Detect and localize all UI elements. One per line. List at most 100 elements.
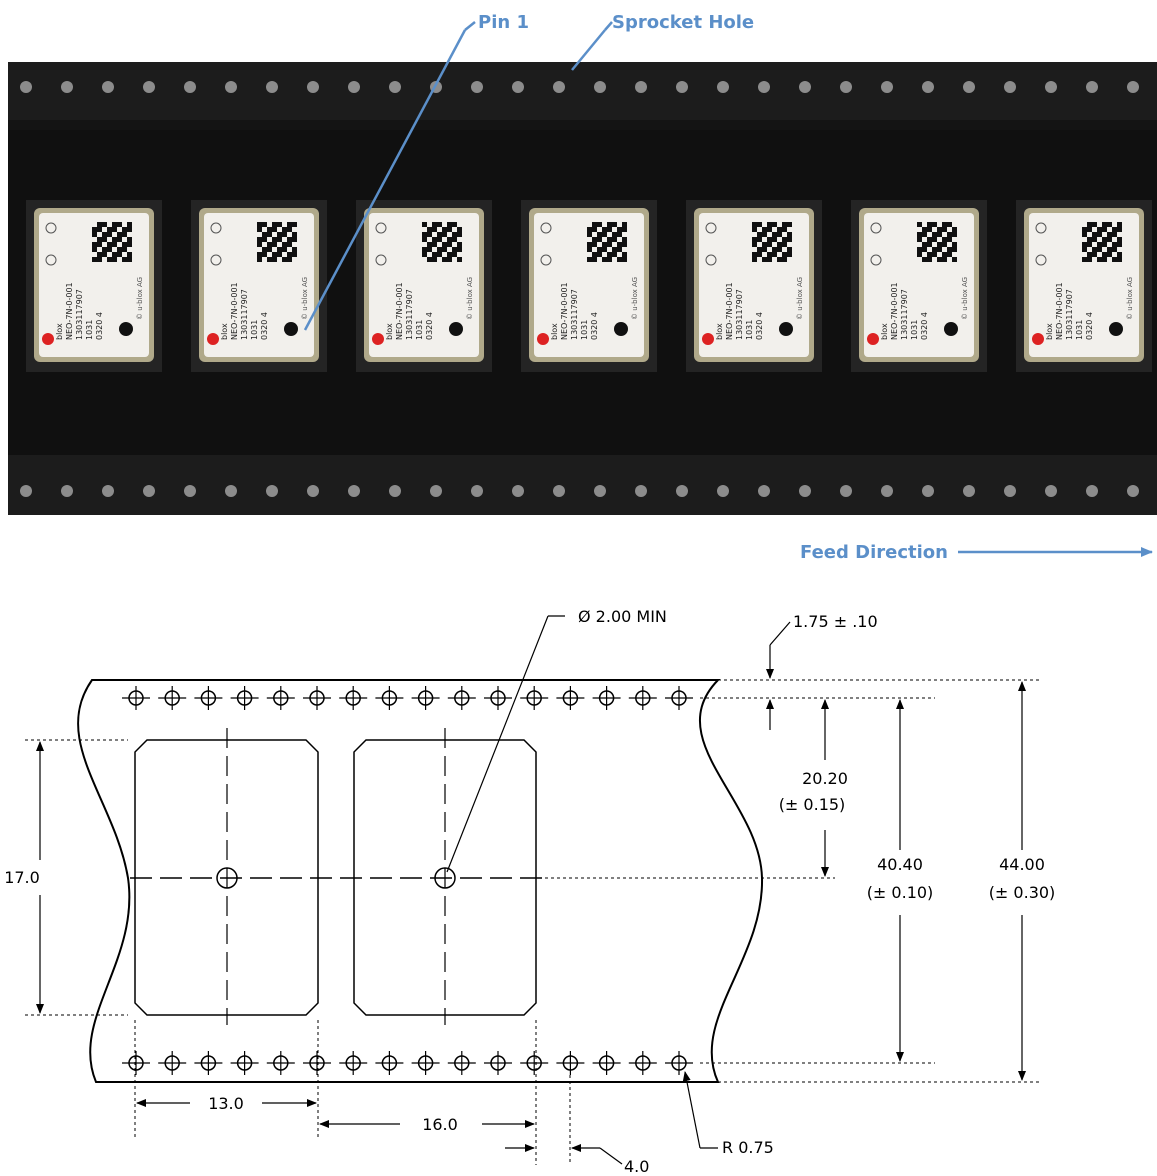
photo-sprocket-hole xyxy=(143,81,155,93)
photo-sprocket-hole xyxy=(307,485,319,497)
photo-sprocket-hole xyxy=(225,485,237,497)
sprocket-hole-leader-top xyxy=(604,21,613,31)
module-text-line1: 1031 xyxy=(745,320,754,340)
pin1-marker-dot xyxy=(614,322,628,336)
recycle-icon xyxy=(375,254,387,266)
dim-hole-pitch: 4.0 xyxy=(624,1157,649,1176)
module-text-serial: 1303117907 xyxy=(405,289,414,340)
sprocket-hole xyxy=(339,686,368,710)
module-text-part-number: NEO-7N-0-001 xyxy=(395,282,404,340)
photo-sprocket-hole xyxy=(61,485,73,497)
brand-logo-icon xyxy=(42,333,54,345)
recycle-icon xyxy=(870,254,882,266)
module-text-line1: 1031 xyxy=(415,320,424,340)
module-text-line2: 0320 4 xyxy=(260,312,269,340)
sprocket-hole-label: Sprocket Hole xyxy=(612,12,754,33)
ce-icon xyxy=(870,222,882,234)
photo-sprocket-hole xyxy=(389,485,401,497)
photo-sprocket-hole xyxy=(266,485,278,497)
module-text-maker: © u-blox AG xyxy=(466,277,474,320)
photo-sprocket-hole xyxy=(348,81,360,93)
module-text-line2: 0320 4 xyxy=(755,312,764,340)
tape-top-band xyxy=(8,62,1157,120)
photo-sprocket-hole xyxy=(389,81,401,93)
dim-hole-diameter: Ø 2.00 MIN xyxy=(578,607,667,626)
photo-sprocket-hole xyxy=(61,81,73,93)
photo-sprocket-hole xyxy=(594,81,606,93)
photo-sprocket-hole xyxy=(922,485,934,497)
sprocket-hole xyxy=(303,686,331,710)
photo-sprocket-hole xyxy=(881,485,893,497)
photo-sprocket-hole xyxy=(184,485,196,497)
photo-sprocket-hole xyxy=(963,81,975,93)
dim-pocket-width: 13.0 xyxy=(208,1094,244,1113)
module-text-serial: 1303117907 xyxy=(240,289,249,340)
dim-pocket-center: 20.20 xyxy=(802,769,848,788)
module-text-line1: 1031 xyxy=(85,320,94,340)
dim-edge-offset: 1.75 ± .10 xyxy=(793,612,878,631)
recycle-icon xyxy=(45,254,57,266)
dim-pocket-pitch: 16.0 xyxy=(422,1115,458,1134)
datamatrix-code xyxy=(917,222,957,262)
dim-4-leader xyxy=(599,1147,623,1165)
ce-icon xyxy=(210,222,222,234)
brand-logo-icon xyxy=(867,333,879,345)
brand-logo-icon xyxy=(702,333,714,345)
sprocket-hole xyxy=(484,686,512,710)
sprocket-hole xyxy=(484,1051,512,1075)
sprocket-hole xyxy=(122,1051,150,1075)
sprocket-hole xyxy=(266,1051,295,1075)
sprocket-hole xyxy=(665,686,693,710)
photo-sprocket-holes xyxy=(20,81,1139,497)
recycle-icon xyxy=(705,254,717,266)
sprocket-hole xyxy=(303,1051,331,1075)
pin1-marker-dot xyxy=(779,322,793,336)
photo-sprocket-hole xyxy=(1045,81,1057,93)
module-label xyxy=(864,213,974,357)
module-text-brand: blox xyxy=(55,323,64,340)
photo-sprocket-hole xyxy=(881,81,893,93)
photo-sprocket-hole xyxy=(20,81,32,93)
photo-sprocket-hole xyxy=(1127,81,1139,93)
module-text-serial: 1303117907 xyxy=(900,289,909,340)
module-text-maker: © u-blox AG xyxy=(961,277,969,320)
module-text-part-number: NEO-7N-0-001 xyxy=(65,282,74,340)
brand-logo-icon xyxy=(1032,333,1044,345)
sprocket-hole xyxy=(339,1051,368,1075)
photo-sprocket-hole xyxy=(512,485,524,497)
photo-sprocket-hole xyxy=(1004,485,1016,497)
module-label xyxy=(369,213,479,357)
module-text-brand: blox xyxy=(880,323,889,340)
sprocket-hole xyxy=(628,1051,657,1075)
dim-hole-row-span-tol: (± 0.10) xyxy=(867,883,934,902)
module-text-serial: 1303117907 xyxy=(735,289,744,340)
sprocket-hole-leader xyxy=(571,29,606,71)
photo-sprocket-hole xyxy=(1045,485,1057,497)
sprocket-hole xyxy=(520,686,549,710)
sprocket-hole xyxy=(556,1051,585,1075)
photo-sprocket-hole xyxy=(471,81,483,93)
photo-sprocket-hole xyxy=(635,81,647,93)
pin1-marker-dot xyxy=(449,322,463,336)
module-text-maker: © u-blox AG xyxy=(136,277,144,320)
datamatrix-code xyxy=(1082,222,1122,262)
photo-sprocket-hole xyxy=(102,81,114,93)
module-text-brand: blox xyxy=(550,323,559,340)
sprocket-hole xyxy=(556,686,585,710)
ce-icon xyxy=(375,222,387,234)
photo-sprocket-hole xyxy=(143,485,155,497)
module-text-line2: 0320 4 xyxy=(1085,312,1094,340)
tape-bottom-band xyxy=(8,455,1157,515)
module-text-maker: © u-blox AG xyxy=(1126,277,1134,320)
photo-sprocket-hole xyxy=(963,485,975,497)
module-text-line2: 0320 4 xyxy=(95,312,104,340)
hole-diameter-leader xyxy=(446,615,549,873)
module-text-brand: blox xyxy=(220,323,229,340)
module-text-line1: 1031 xyxy=(250,320,259,340)
